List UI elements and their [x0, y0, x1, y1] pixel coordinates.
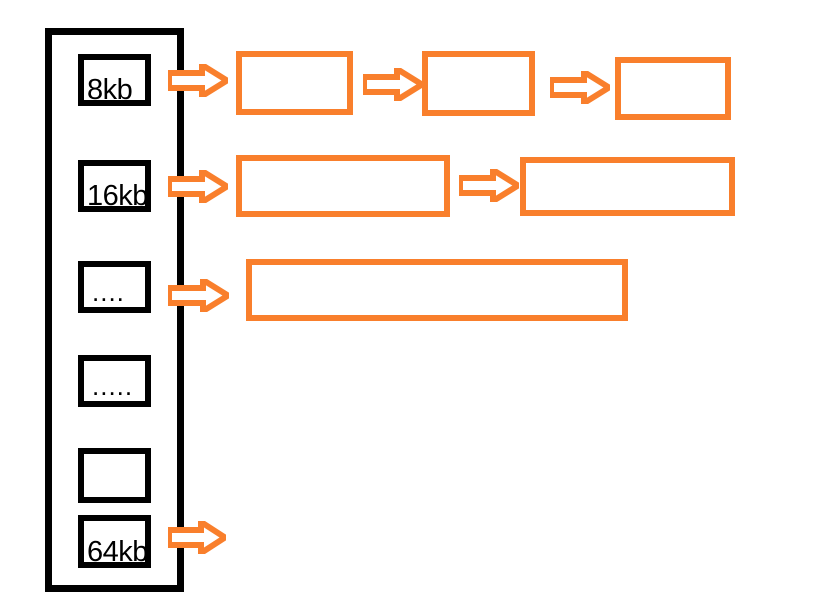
- chunk-block-8kb-2[interactable]: [422, 51, 535, 116]
- chunk-block-ellipsis-1[interactable]: [246, 259, 628, 321]
- arrow-slot-ellipsis-1-to-block-1: [168, 279, 229, 312]
- memory-slot-16kb-label: 16kb: [87, 180, 148, 212]
- memory-slot-16kb[interactable]: 16kb: [78, 160, 151, 212]
- arrow-block-16kb-1-to-2: [459, 169, 519, 202]
- chunk-block-8kb-3[interactable]: [615, 57, 731, 120]
- arrow-block-8kb-1-to-2: [363, 68, 423, 101]
- memory-slot-ellipsis-1-label: ....: [92, 277, 125, 307]
- chunk-block-16kb-1[interactable]: [236, 155, 450, 217]
- arrow-slot-64kb-out: [168, 521, 226, 554]
- memory-slot-64kb-label: 64kb: [87, 536, 148, 568]
- memory-slot-8kb-label: 8kb: [87, 74, 133, 106]
- arrow-block-8kb-2-to-3: [550, 71, 610, 104]
- memory-slot-ellipsis-2[interactable]: .....: [78, 355, 151, 407]
- arrow-slot-8kb-to-block-1: [168, 64, 228, 97]
- memory-slot-ellipsis-1[interactable]: ....: [78, 261, 151, 313]
- memory-slot-empty[interactable]: [78, 448, 151, 503]
- chunk-block-8kb-1[interactable]: [236, 51, 353, 115]
- memory-slot-64kb[interactable]: 64kb: [78, 515, 151, 568]
- chunk-block-16kb-2[interactable]: [520, 157, 735, 216]
- memory-slot-8kb[interactable]: 8kb: [78, 54, 151, 106]
- arrow-slot-16kb-to-block-1: [168, 170, 228, 203]
- memory-slot-ellipsis-2-label: .....: [92, 371, 134, 401]
